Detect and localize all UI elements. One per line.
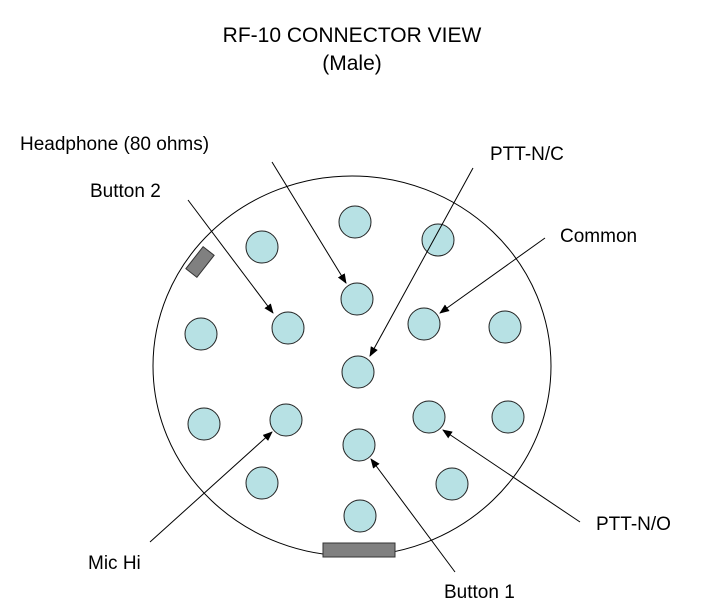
connector-pin bbox=[488, 310, 522, 344]
arrow-ptt-nc bbox=[369, 167, 474, 357]
connector-pin bbox=[412, 400, 446, 434]
connector-pin bbox=[421, 223, 455, 257]
connector-pin bbox=[245, 230, 279, 264]
key-tab-bottom bbox=[322, 542, 396, 558]
connector-pin bbox=[435, 467, 469, 501]
diagram-subtitle: (Male) bbox=[322, 52, 382, 75]
label-ptt-nc: PTT-N/C bbox=[490, 144, 564, 165]
pins bbox=[184, 205, 525, 533]
connector-pin bbox=[271, 311, 305, 345]
label-ptt-no: PTT-N/O bbox=[596, 514, 671, 535]
connector-pin bbox=[184, 317, 218, 351]
arrow-mic-hi bbox=[149, 431, 273, 543]
callout-arrows bbox=[149, 161, 581, 573]
arrow-ptt-no bbox=[442, 429, 581, 523]
label-headphone: Headphone (80 ohms) bbox=[20, 134, 210, 155]
arrow-common bbox=[439, 237, 546, 314]
connector-pin bbox=[340, 282, 374, 316]
label-mic-hi: Mic Hi bbox=[88, 553, 141, 574]
label-button2: Button 2 bbox=[90, 181, 161, 202]
diagram-title: RF-10 CONNECTOR VIEW bbox=[222, 24, 482, 47]
connector-pin bbox=[491, 400, 525, 434]
key-tab-top-left bbox=[185, 245, 215, 279]
label-button1: Button 1 bbox=[444, 582, 515, 603]
arrow-button1 bbox=[370, 458, 456, 573]
arrow-headphone bbox=[271, 161, 347, 284]
label-common: Common bbox=[560, 226, 638, 247]
connector-pin bbox=[407, 307, 441, 341]
connector-pin bbox=[341, 355, 375, 389]
connector-pin bbox=[343, 499, 377, 533]
connector-pin bbox=[187, 407, 221, 441]
connector-pin bbox=[338, 205, 372, 239]
connector-pin bbox=[245, 466, 279, 500]
arrow-button2 bbox=[187, 199, 274, 314]
connector-pin bbox=[342, 428, 376, 462]
connector-pin bbox=[269, 403, 303, 437]
